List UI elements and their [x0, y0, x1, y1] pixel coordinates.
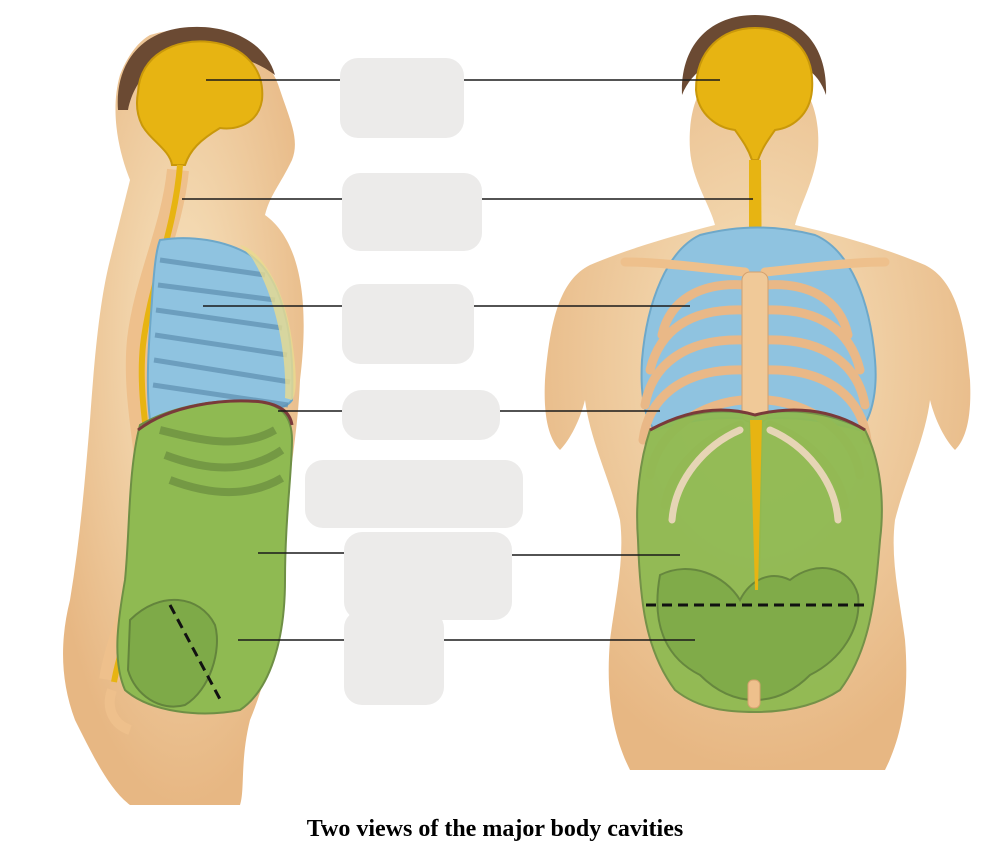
label-boxes: [305, 58, 523, 705]
anterior-pelvis: [656, 567, 860, 702]
label-box-ventral[interactable]: [305, 460, 523, 528]
anterior-cranial-cavity: [694, 26, 814, 161]
lateral-diaphragm: [137, 399, 294, 432]
label-box-thoracic[interactable]: [342, 284, 474, 364]
label-box-diaphragm[interactable]: [342, 390, 500, 440]
anterior-coccyx: [747, 679, 761, 709]
lateral-lower-ribs: [159, 426, 285, 497]
anterior-lower-ribs: [668, 426, 842, 524]
figure-caption: Two views of the major body cavities: [306, 816, 684, 842]
label-box-vertebral[interactable]: [342, 173, 482, 251]
lateral-sacrum: [104, 688, 132, 735]
lateral-pelvic-brim-dashed: [168, 604, 224, 704]
anterior-spinal-taper: [750, 420, 762, 590]
label-box-pelvic[interactable]: [344, 610, 444, 705]
anterior-view-figure: [544, 15, 971, 770]
label-box-cranial[interactable]: [340, 58, 464, 138]
lateral-view-figure: [63, 26, 304, 806]
lateral-hair: [117, 26, 275, 110]
lateral-cranial-cavity: [136, 40, 264, 166]
lateral-ribs: [152, 257, 291, 408]
lateral-pelvis: [126, 598, 218, 708]
label-box-abdominal[interactable]: [344, 532, 512, 620]
anterior-clavicles: [620, 257, 890, 277]
leader-lines: [182, 79, 753, 641]
lateral-sternum: [240, 245, 296, 400]
anterior-diaphragm: [649, 408, 866, 432]
anterior-sternum: [741, 271, 769, 423]
